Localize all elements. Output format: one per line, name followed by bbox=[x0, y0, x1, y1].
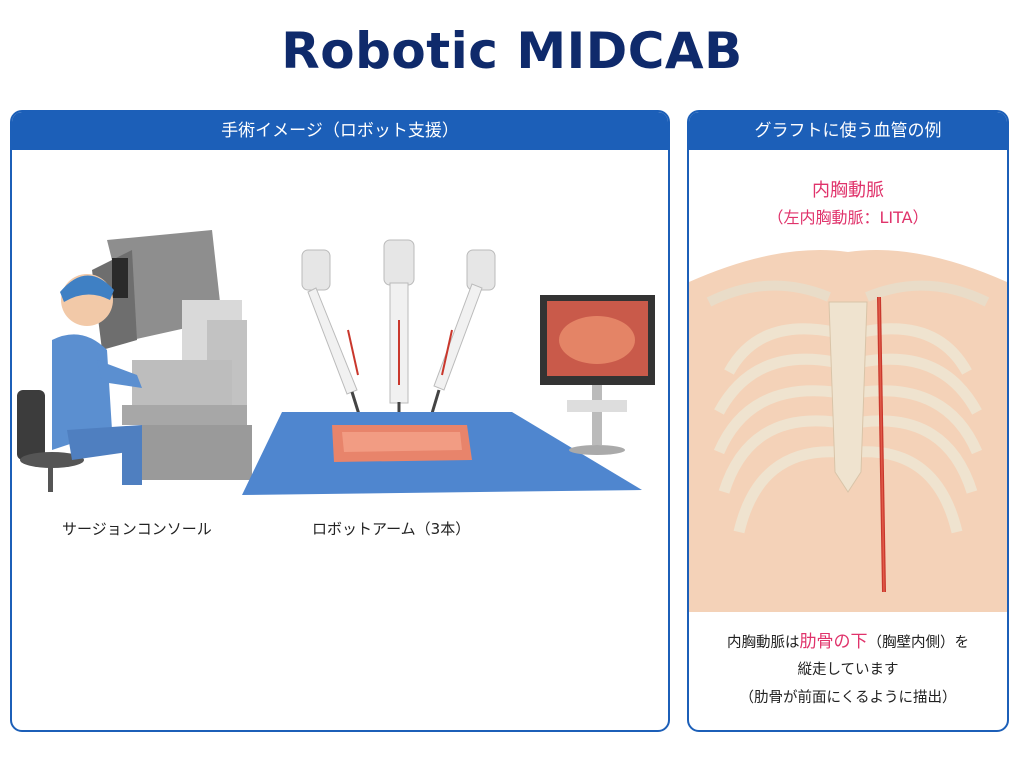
robot-arm-caption: ロボットアーム（3本） bbox=[312, 520, 471, 538]
note-highlight: 肋骨の下 bbox=[799, 632, 868, 652]
note-line-1-b: （胸壁内側）を bbox=[867, 635, 970, 651]
surgery-image-panel: 手術イメージ（ロボット支援） bbox=[10, 110, 670, 732]
graft-vessel-panel: グラフトに使う血管の例 内胸動脈 （左内胸動脈：LITA） 内胸動脈は肋骨の下（… bbox=[687, 110, 1009, 732]
artery-subname: （左内胸動脈：LITA） bbox=[767, 208, 929, 227]
artery-name: 内胸動脈 bbox=[812, 180, 884, 201]
surgeon-illustration bbox=[17, 274, 142, 492]
note-line-3: （肋骨が前面にくるように描出） bbox=[739, 690, 957, 706]
monitor-illustration bbox=[540, 295, 655, 455]
note-line-2: 縦走しています bbox=[797, 662, 899, 678]
patient-drape-illustration bbox=[242, 412, 642, 495]
surgery-image-heading: 手術イメージ（ロボット支援） bbox=[12, 112, 668, 150]
surgeon-console-illustration bbox=[92, 230, 252, 480]
graft-vessel-heading: グラフトに使う血管の例 bbox=[689, 112, 1007, 150]
ribcage-illustration bbox=[689, 250, 1007, 612]
note-line-1-a: 内胸動脈は bbox=[727, 635, 800, 651]
console-caption: サージョンコンソール bbox=[62, 520, 212, 538]
robotic-surgery-illustration bbox=[17, 230, 655, 495]
page-title: Robotic MIDCAB bbox=[281, 22, 743, 80]
note-line-1: 内胸動脈は肋骨の下（胸壁内側）を bbox=[689, 628, 1007, 657]
